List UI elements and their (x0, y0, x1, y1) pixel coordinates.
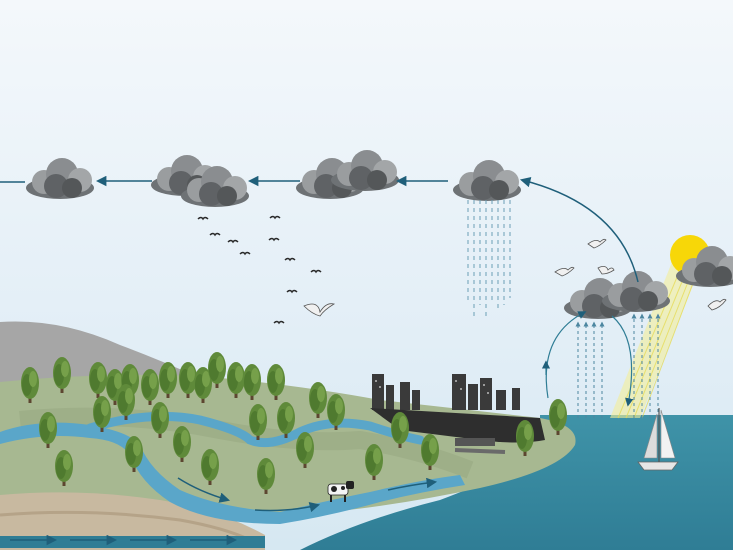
city-windows (375, 380, 489, 394)
rain-icon (467, 200, 511, 318)
cliff-strata (0, 510, 251, 542)
river-flow-arrows (10, 477, 438, 546)
river (0, 422, 465, 524)
air-flow-arrows (0, 175, 639, 283)
sun-ray-lines (617, 269, 699, 419)
cow-icon (327, 481, 354, 502)
river-arrow-icon (177, 477, 231, 503)
gull-icon (303, 238, 727, 317)
cliff (0, 492, 265, 550)
river-branch (85, 411, 425, 448)
river-arrow-icon (254, 501, 321, 513)
evaporation-loop (541, 311, 634, 407)
river-to-ocean (0, 536, 265, 548)
river-arrow-icon (387, 477, 438, 491)
city-icon (370, 374, 545, 454)
sun-rays (610, 262, 700, 418)
sailboat-icon (637, 408, 679, 471)
evaporation-arrows (575, 313, 661, 418)
arrow-icon (611, 315, 634, 407)
arrow-icon (519, 176, 639, 283)
arrow-icon (545, 311, 587, 399)
